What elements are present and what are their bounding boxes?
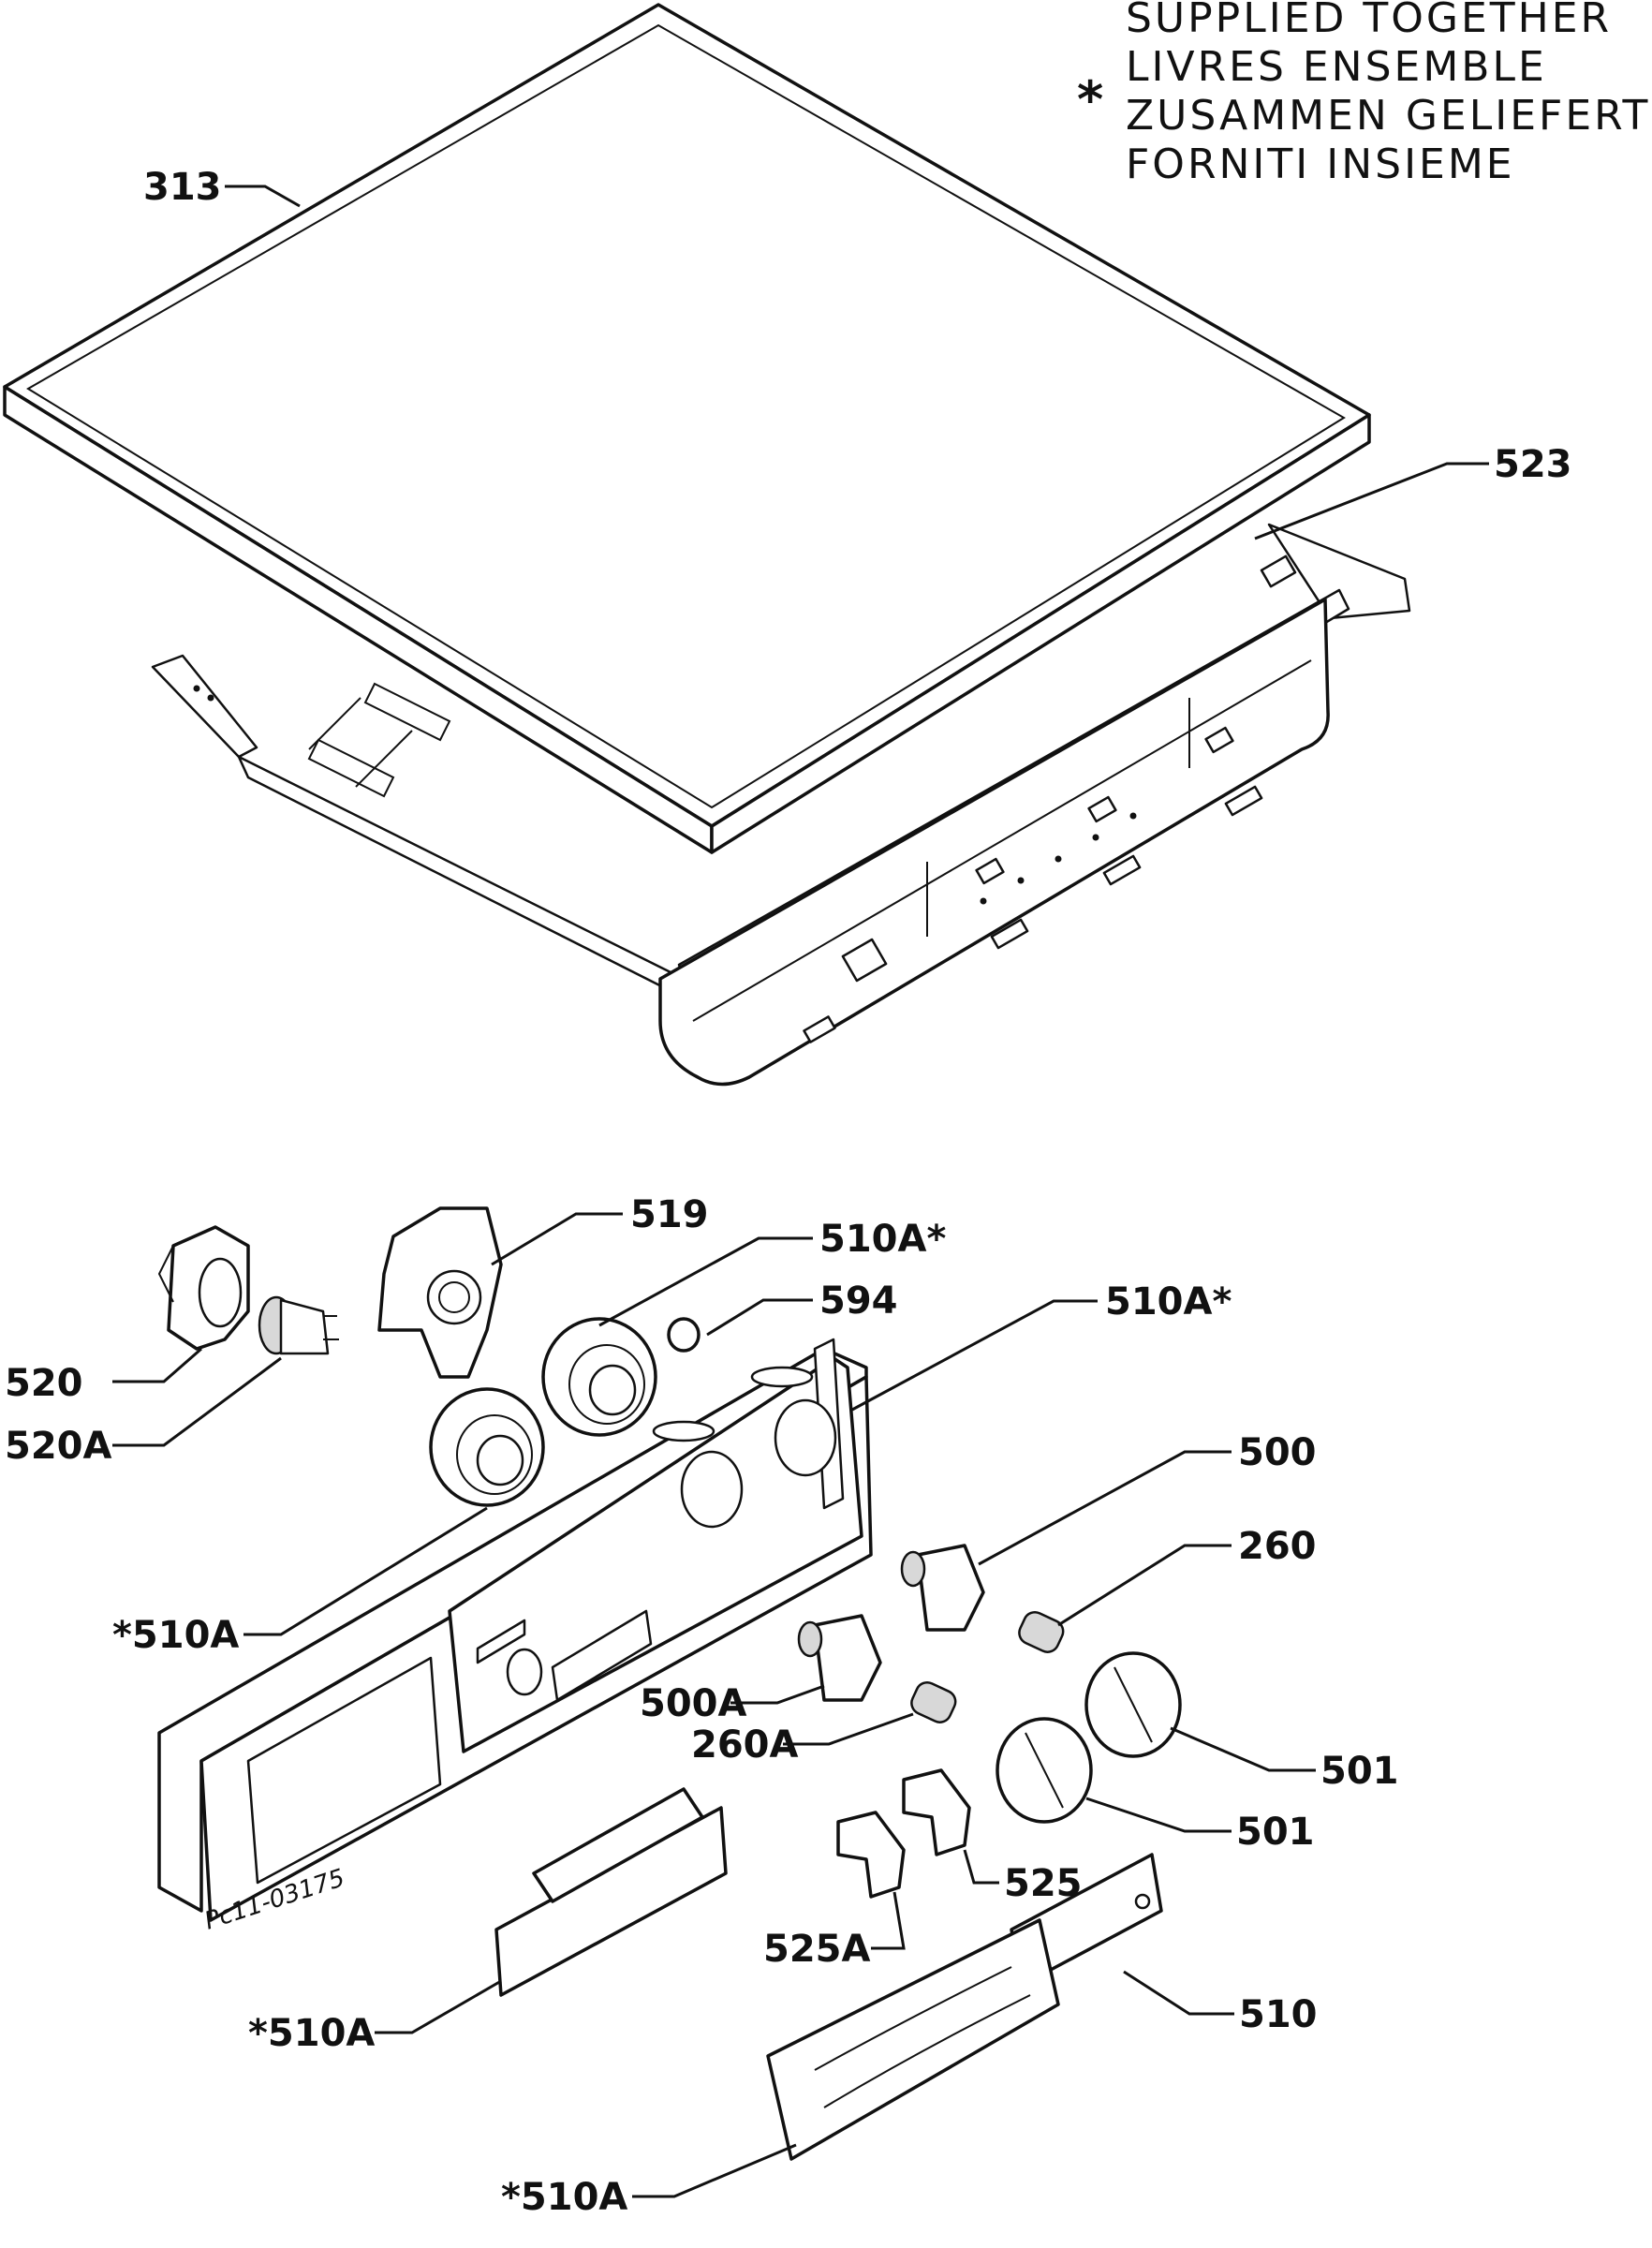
part-519-bracket (377, 1206, 503, 1379)
label-520a: 520A (5, 1425, 111, 1468)
part-500a-knob-insert (797, 1614, 882, 1702)
note-line-2: LIVRES ENSEMBLE (1126, 43, 1547, 91)
button-525a (836, 1811, 906, 1899)
spring-260a (910, 1680, 957, 1723)
label-510a-star-2: 510A* (1105, 1280, 1232, 1324)
label-star-510a-1: *510A (112, 1614, 239, 1657)
label-500: 500 (1238, 1431, 1317, 1474)
label-525: 525 (1004, 1862, 1083, 1905)
note-line-4: FORNITI INSIEME (1126, 140, 1515, 188)
label-520: 520 (5, 1362, 83, 1405)
cap-501-upper (1084, 1651, 1182, 1758)
label-313: 313 (143, 166, 222, 209)
knob-510a-lower (429, 1387, 545, 1507)
label-star-510a-3: *510A (501, 2176, 627, 2219)
note-asterisk: * (1077, 70, 1103, 129)
label-260: 260 (1238, 1525, 1317, 1568)
front-panel-510a (157, 1338, 873, 1922)
button-525 (902, 1768, 971, 1856)
part-500-knob-insert (900, 1544, 985, 1632)
part-labels: 313 523 519 510A* 594 510A* 520 520A 500… (5, 166, 1572, 2219)
label-star-510a-2: *510A (248, 2012, 375, 2055)
knob-510a-upper (541, 1317, 657, 1437)
label-594: 594 (819, 1279, 898, 1323)
label-260a: 260A (691, 1723, 798, 1767)
note-line-3: ZUSAMMEN GELIEFERT (1126, 92, 1650, 140)
control-frame-523 (151, 523, 1411, 1087)
label-510a-star-1: 510A* (819, 1218, 946, 1261)
supplied-together-note: * SUPPLIED TOGETHER LIVRES ENSEMBLE ZUSA… (1077, 0, 1650, 188)
flap-510a (766, 1918, 1060, 2161)
part-520-bracket (157, 1225, 250, 1351)
leader-lines (112, 185, 1489, 2198)
worktop-lid-313 (3, 3, 1371, 854)
spring-260 (1018, 1610, 1065, 1653)
label-525a: 525A (763, 1928, 870, 1971)
door-panel-510a (494, 1787, 728, 1997)
label-500a: 500A (640, 1682, 746, 1725)
label-523: 523 (1494, 443, 1572, 486)
part-594-cap (667, 1317, 701, 1353)
label-510: 510 (1239, 1993, 1318, 2036)
note-line-1: SUPPLIED TOGETHER (1126, 0, 1612, 42)
cap-501-lower (996, 1717, 1093, 1824)
label-519: 519 (630, 1193, 709, 1236)
label-501-upper: 501 (1320, 1750, 1399, 1793)
part-520a-gear (258, 1295, 339, 1355)
label-501-lower: 501 (1236, 1811, 1315, 1854)
